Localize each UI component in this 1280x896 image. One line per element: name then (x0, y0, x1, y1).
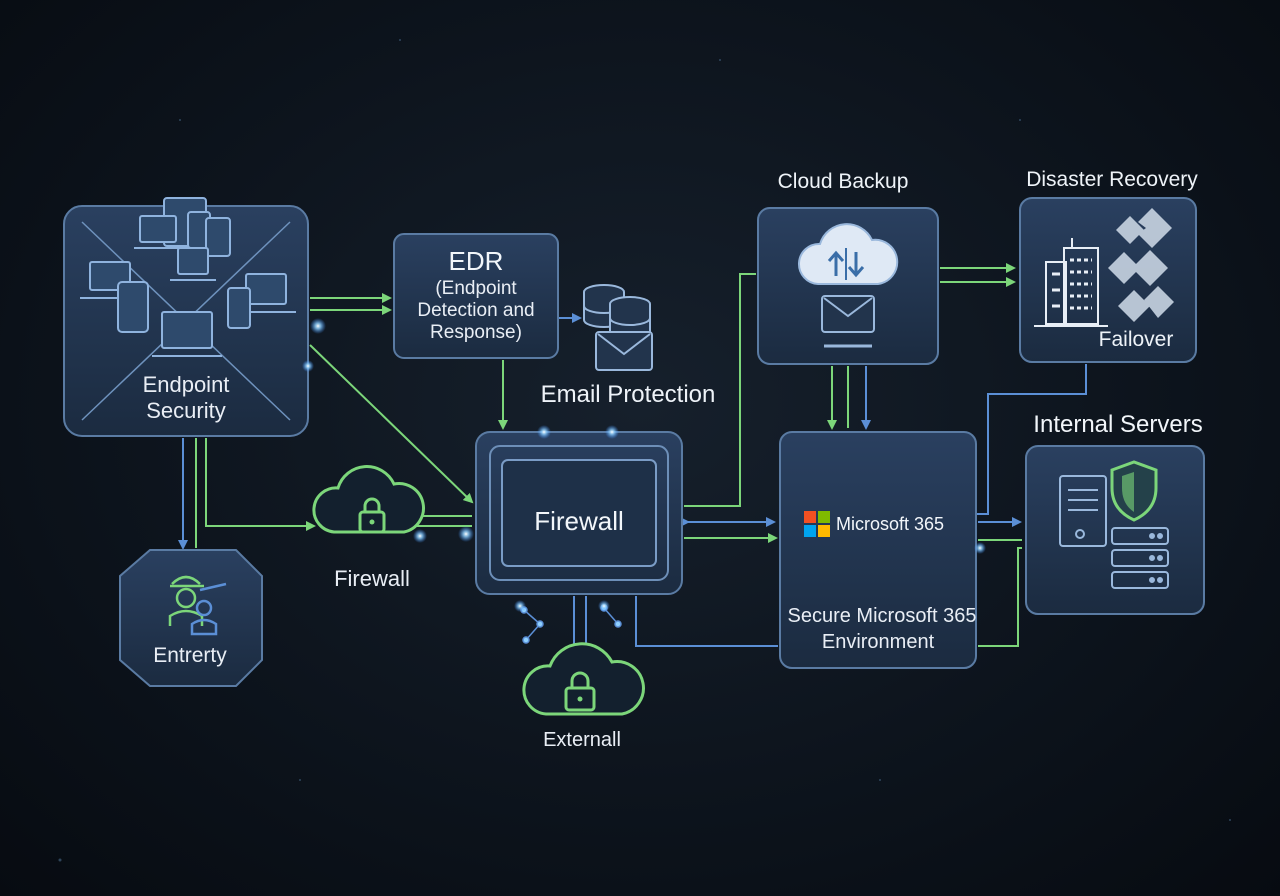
external-label: Externall (543, 729, 621, 751)
failover-label: Failover (1099, 328, 1174, 351)
shield-icon (1110, 460, 1158, 522)
edr-line1: (Endpoint (435, 278, 517, 299)
edr-node[interactable]: EDR (Endpoint Detection and Response) (393, 233, 559, 359)
background-stars (58, 39, 1231, 862)
microsoft365-node[interactable]: Microsoft 365 Secure Microsoft 365 Envir… (779, 431, 977, 669)
failover-arrows-icon (1108, 208, 1174, 322)
cloud-sync-icon (797, 223, 899, 285)
entretry-node[interactable]: Entrerty (119, 549, 263, 687)
server-rack-icon (1111, 527, 1169, 589)
cloud-firewall-label: Firewall (334, 566, 410, 591)
entretry-label: Entrerty (153, 644, 227, 667)
microsoft365-logo-text: Microsoft 365 (836, 514, 944, 534)
firewall-center-label: Firewall (534, 506, 624, 536)
disaster-recovery-title: Disaster Recovery (1026, 168, 1198, 191)
connectors (178, 263, 1087, 660)
glow-points (302, 318, 986, 612)
user-group-icon (168, 575, 227, 636)
endpoint-security-node[interactable]: Endpoint Security (63, 197, 309, 437)
cloud-backup-node[interactable]: Cloud Backup (757, 170, 939, 365)
firewall-center-node[interactable]: Firewall (475, 431, 683, 595)
internal-servers-node[interactable]: Internal Servers (1025, 411, 1205, 615)
building-icon (1034, 238, 1108, 327)
external-cloud-lock-icon (522, 642, 645, 716)
server-tower-icon (1059, 475, 1107, 547)
email-protection-label: Email Protection (541, 381, 716, 408)
device-cluster-icon (80, 197, 296, 421)
external-node[interactable]: Externall (522, 642, 645, 751)
lock-icon (358, 510, 386, 534)
cloud-backup-label: Cloud Backup (778, 170, 909, 193)
envelope-icon (595, 331, 653, 371)
edr-line3: Response) (430, 322, 522, 343)
internal-servers-label: Internal Servers (1033, 411, 1202, 438)
microsoft365-label-line2: Environment (822, 631, 935, 653)
endpoint-security-label-line2: Security (146, 398, 225, 423)
microsoft365-label-line1: Secure Microsoft 365 (788, 605, 977, 627)
disaster-recovery-node[interactable]: Disaster Recovery Failover (1019, 168, 1198, 363)
email-protection-node[interactable]: Email Protection (541, 284, 716, 408)
mail-icon (821, 295, 875, 333)
endpoint-security-label-line1: Endpoint (143, 372, 230, 397)
edr-title: EDR (449, 246, 504, 276)
edr-line2: Detection and (417, 300, 534, 321)
cloud-firewall-node[interactable]: Firewall (312, 465, 425, 591)
microsoft-logo-icon (804, 511, 830, 537)
